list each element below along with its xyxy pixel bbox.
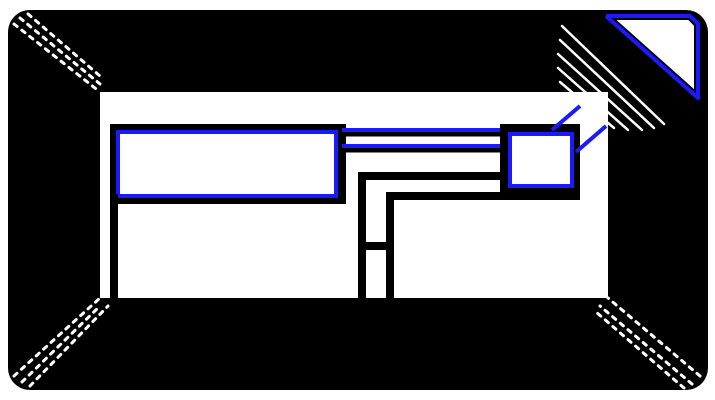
- left-pad-highlight: [116, 130, 338, 198]
- winding-marks-bottom-left: [12, 296, 110, 388]
- chip-lead-upper: [550, 104, 582, 132]
- winding-marks-bottom-right: [594, 296, 702, 390]
- winding-marks-top-left: [12, 12, 102, 94]
- chip-lead-lower: [574, 124, 608, 154]
- corner-triangle-highlight: [604, 14, 700, 100]
- chip-pad-highlight: [508, 132, 574, 188]
- winding-stripes-top-right: [556, 24, 666, 132]
